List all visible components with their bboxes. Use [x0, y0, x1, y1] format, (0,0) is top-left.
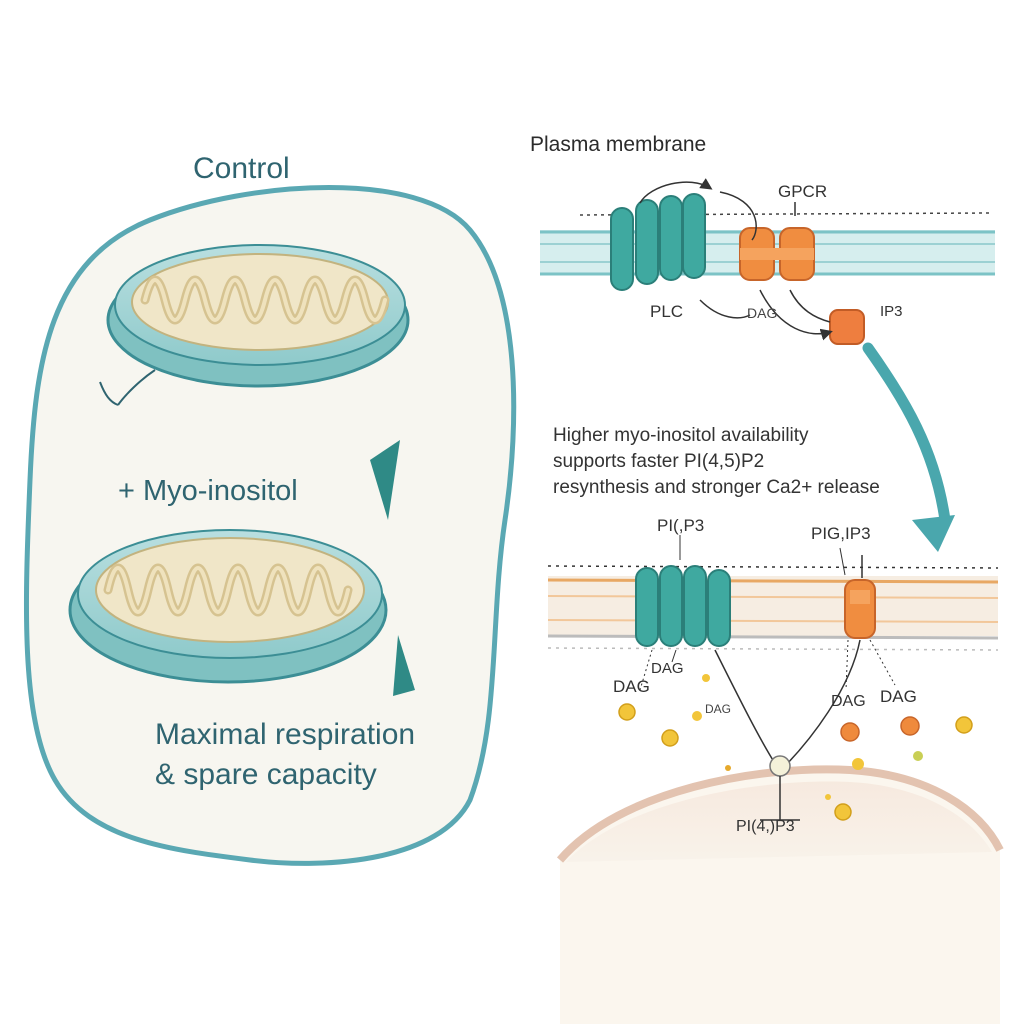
pip3-label-right: PIG,IP3 — [811, 524, 871, 543]
gpcr-receptor-top — [739, 202, 815, 281]
plc-label: PLC — [650, 302, 684, 321]
plc-enzyme-bottom — [635, 565, 731, 647]
flow-arrow — [862, 342, 951, 526]
description-line-3: resynthesis and stronger Ca2+ release — [553, 477, 880, 498]
mitochondrion-myo-inositol — [68, 529, 388, 684]
channel-node — [769, 755, 791, 777]
plasma-membrane-bottom — [547, 565, 999, 651]
mitochondrion-control — [99, 244, 410, 406]
ip3-label-top: IP3 — [880, 303, 903, 320]
ip3-molecule — [829, 309, 865, 345]
gpcr-receptor-bottom — [844, 555, 876, 639]
myo-inositol-label: + Myo-inositol — [118, 475, 298, 507]
description-line-1: Higher myo-inositol availability — [553, 425, 809, 446]
increase-arrow-icon — [370, 440, 400, 520]
dag-label-top: DAG — [747, 305, 778, 321]
description-line-2: supports faster PI(4,5)P2 — [553, 451, 765, 472]
control-label: Control — [193, 152, 290, 185]
dag-label: DAG — [705, 702, 732, 716]
respiration-label-line-2: & spare capacity — [155, 758, 377, 791]
increase-arrow-icon-2 — [393, 635, 415, 696]
dag-label: DAG — [651, 660, 684, 677]
pi45-label-bottom: PI(4,)P3 — [736, 818, 795, 835]
plc-enzyme-top — [610, 193, 706, 291]
respiration-label-line-1: Maximal respiration — [155, 718, 416, 751]
pip3-label-left: PI(,P3 — [657, 516, 705, 535]
dag-label: DAG — [613, 677, 650, 696]
gpcr-label: GPCR — [778, 182, 828, 201]
dag-label: DAG — [880, 687, 917, 706]
dag-label: DAG — [831, 693, 866, 710]
calcium-ions — [618, 674, 973, 821]
plasma-membrane-label: Plasma membrane — [530, 133, 707, 156]
